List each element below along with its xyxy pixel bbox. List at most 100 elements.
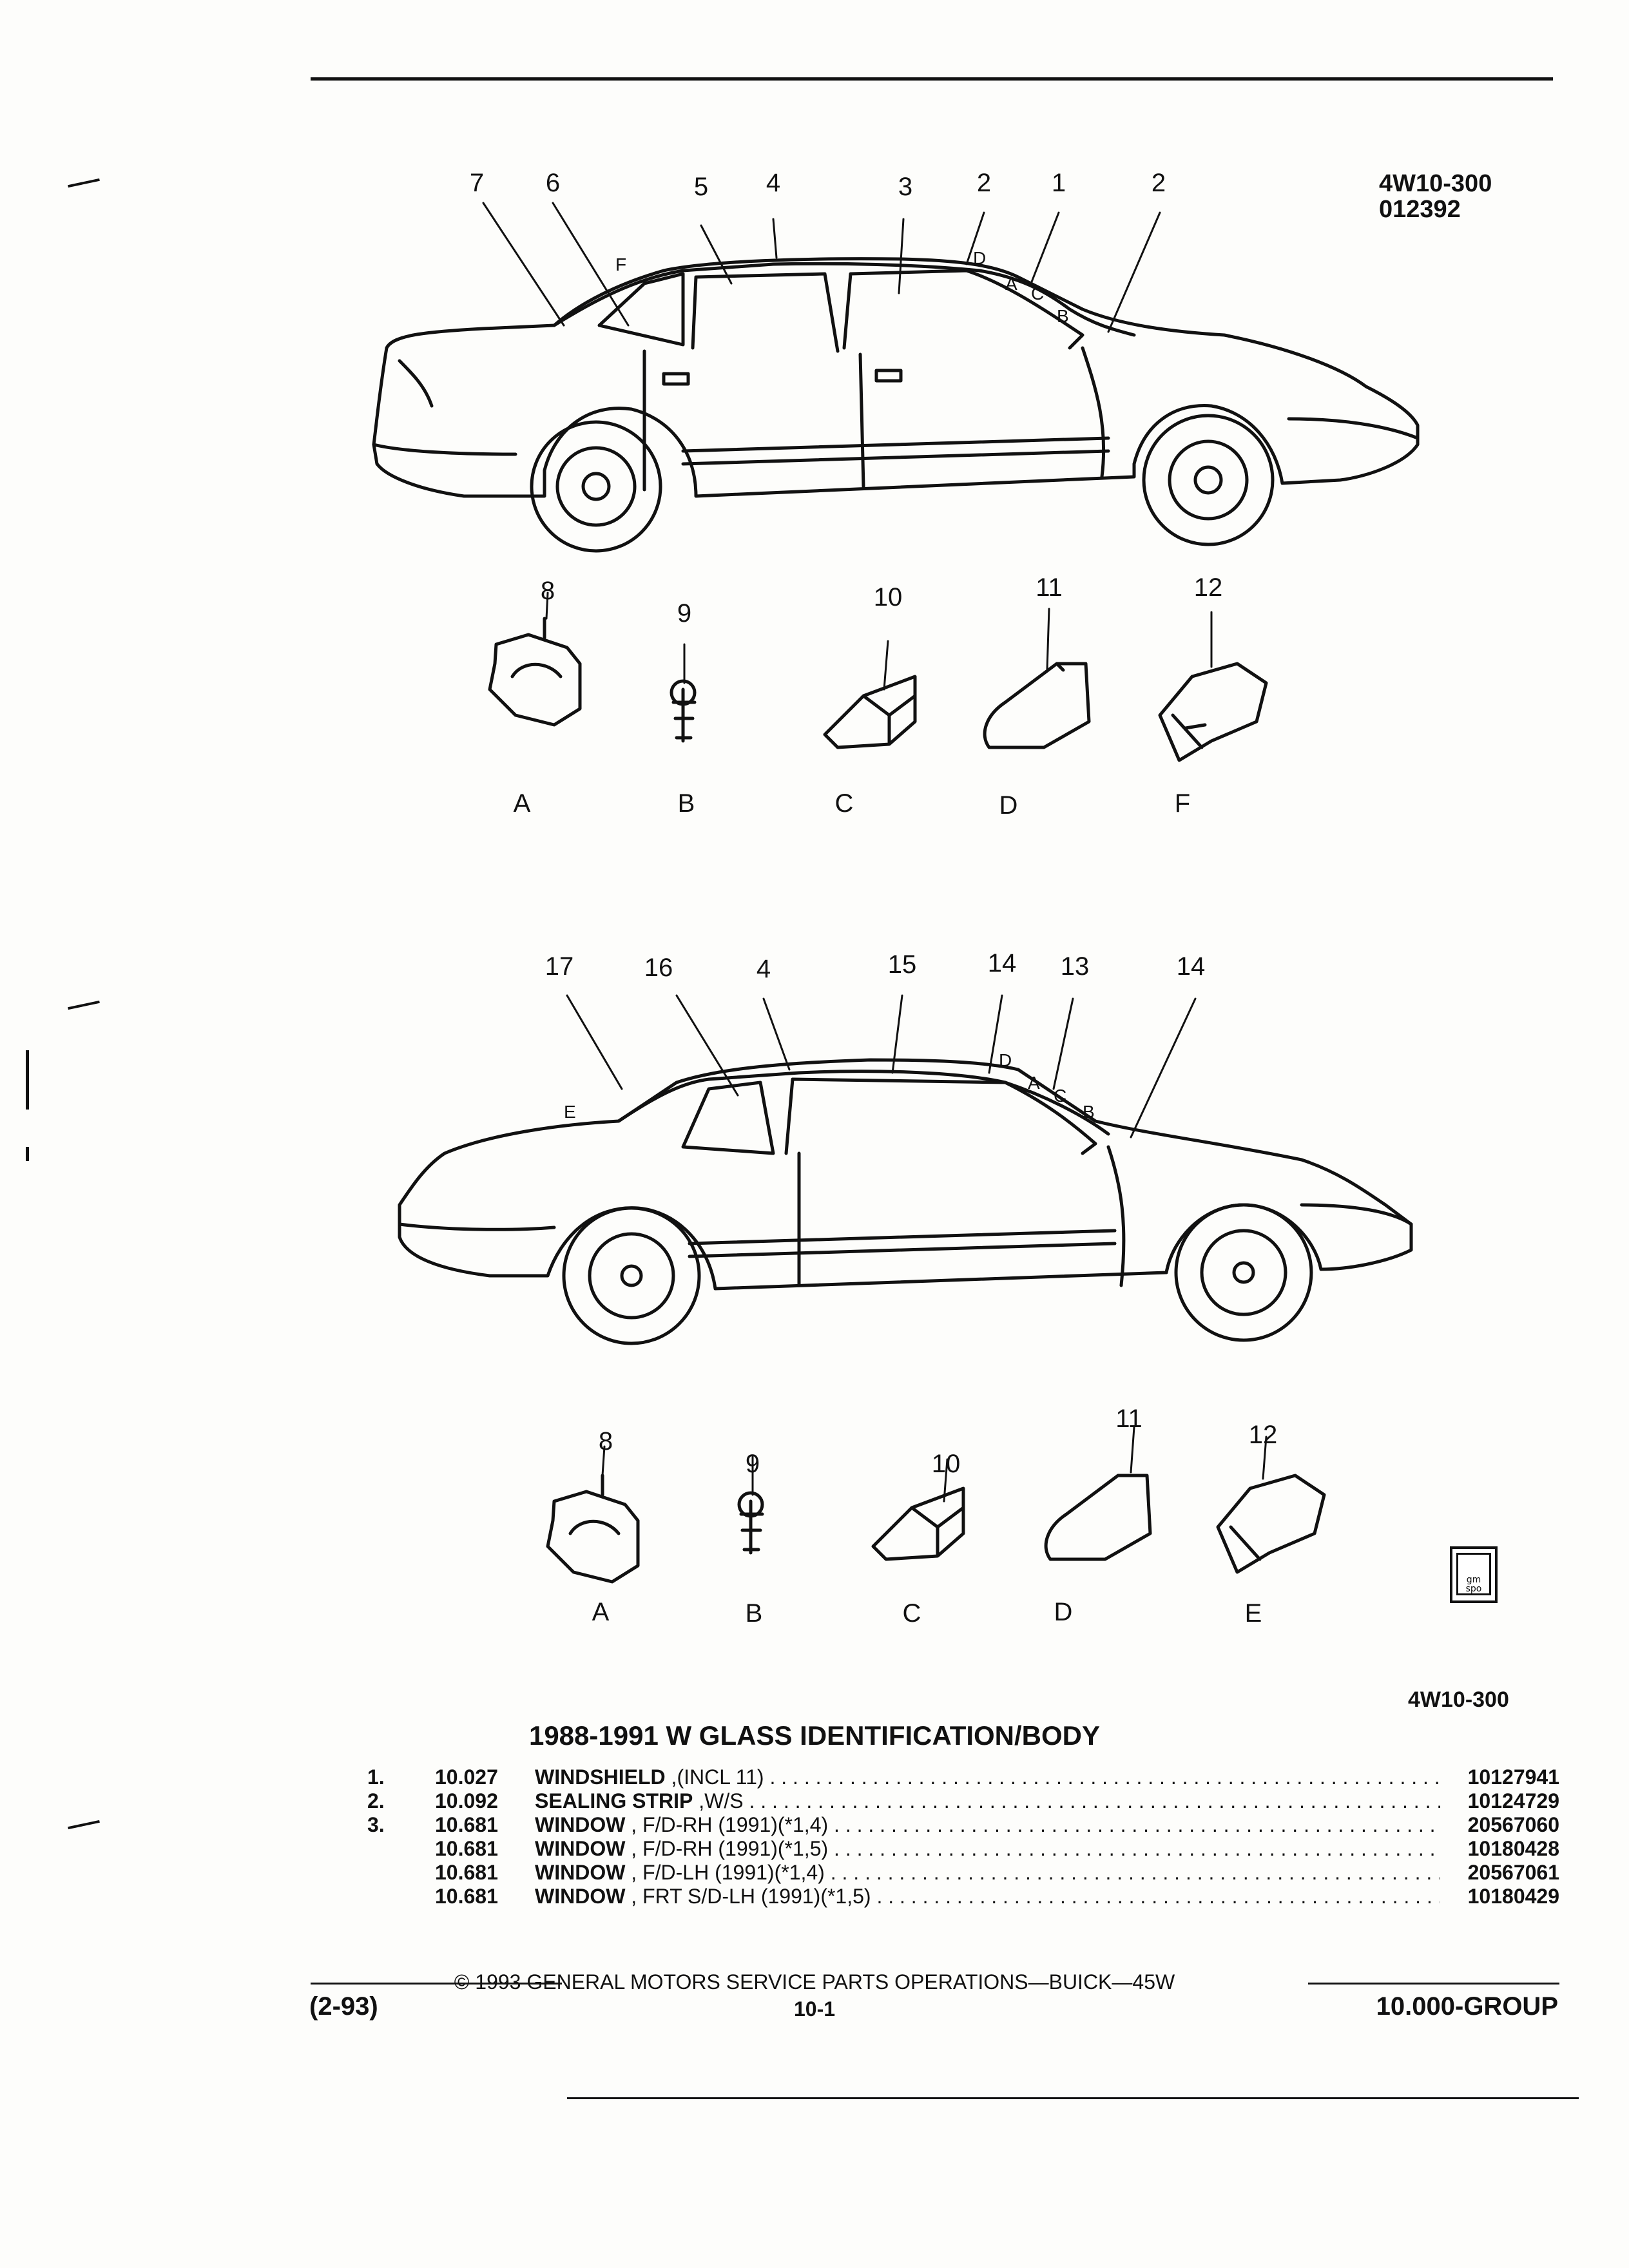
part-letter-a: A <box>513 789 531 818</box>
coupe-callout-leaders <box>566 994 1197 1139</box>
callout-15: 15 <box>887 950 917 979</box>
gm-spo-logo: gm spo <box>1450 1546 1498 1603</box>
part-number-10: 10 <box>873 583 903 611</box>
sedan-callout-leaders <box>482 202 1161 333</box>
figure-reference: 4W10-300 012392 <box>1379 171 1492 222</box>
item-code: 10.681 <box>435 1813 498 1836</box>
glass-letter-e: E <box>564 1102 576 1122</box>
part-letter-d: D <box>999 791 1018 820</box>
figure-ref-code: 4W10-300 <box>1379 170 1492 197</box>
footer-copyright: © 1993 GENERAL MOTORS SERVICE PARTS OPER… <box>454 1970 1175 1994</box>
glass-letter-a-coupe: A <box>1028 1073 1040 1093</box>
item-detail: , F/D-LH (1991)(*1,4) <box>631 1861 825 1884</box>
item-number: 3. <box>367 1813 385 1836</box>
item-part-number: 10124729 <box>1467 1789 1559 1812</box>
glass-letter-d-coupe: D <box>999 1050 1012 1070</box>
bottom-rule <box>567 2097 1579 2099</box>
item-description: SEALING STRIP ,W/S <box>535 1789 1440 1813</box>
item-description: WINDOW , FRT S/D-LH (1991)(*1,5) <box>535 1885 1440 1908</box>
part-letter-e-coupe: E <box>1244 1599 1262 1628</box>
item-code: 10.681 <box>435 1837 498 1860</box>
item-code: 10.681 <box>435 1861 498 1884</box>
footer-rule-right <box>1308 1983 1559 1984</box>
item-detail: , FRT S/D-LH (1991)(*1,5) <box>631 1885 871 1908</box>
glass-letter-a: A <box>1005 274 1017 294</box>
callout-3: 3 <box>898 173 913 201</box>
glass-letter-b-coupe: B <box>1083 1102 1095 1122</box>
parts-list-row: 2. 10.092 SEALING STRIP ,W/S 10124729 <box>367 1789 1559 1813</box>
part-letter-b-coupe: B <box>745 1599 763 1628</box>
callout-14: 14 <box>987 949 1017 977</box>
callout-4-coupe: 4 <box>756 955 771 983</box>
margin-mark <box>26 1147 29 1161</box>
coupe-car-illustration <box>398 1058 1413 1345</box>
part-number-8-coupe: 8 <box>598 1427 613 1456</box>
callout-7: 7 <box>469 169 485 197</box>
footer-rule-left <box>311 1983 562 1984</box>
parts-list-row: 10.681 WINDOW , FRT S/D-LH (1991)(*1,5) … <box>367 1885 1559 1908</box>
item-name: WINDOW <box>535 1885 626 1908</box>
part-number-9-coupe: 9 <box>745 1450 760 1478</box>
sedan-car-illustration <box>372 257 1420 553</box>
part-letter-b: B <box>677 789 695 818</box>
footer-page-number: 10-1 <box>793 1997 836 2021</box>
parts-list-row: 10.681 WINDOW , F/D-RH (1991)(*1,5) 1018… <box>367 1837 1559 1861</box>
gm-spo-logo-text: gm spo <box>1465 1575 1482 1594</box>
callout-2: 2 <box>976 169 992 197</box>
item-description: WINDOW , F/D-LH (1991)(*1,4) <box>535 1861 1440 1885</box>
glass-letter-d: D <box>973 248 987 268</box>
part-letter-a-coupe: A <box>592 1598 610 1626</box>
item-name: WINDOW <box>535 1813 626 1836</box>
page-title: 1988-1991 W GLASS IDENTIFICATION/BODY <box>528 1720 1101 1751</box>
callout-17: 17 <box>545 952 574 981</box>
footer-date-code: (2-93) <box>309 1992 378 2021</box>
item-detail: , F/D-RH (1991)(*1,5) <box>631 1837 829 1860</box>
section-reference: 4W10-300 <box>1408 1687 1509 1712</box>
glass-letter-b: B <box>1057 306 1069 326</box>
part-number-11-coupe: 11 <box>1115 1405 1142 1433</box>
item-part-number: 20567060 <box>1467 1813 1559 1836</box>
callout-2b: 2 <box>1151 169 1166 197</box>
item-code: 10.092 <box>435 1789 498 1812</box>
item-part-number: 20567061 <box>1467 1861 1559 1884</box>
parts-list: 1. 10.027 WINDSHIELD ,(INCL 11) 10127941… <box>367 1765 1559 1908</box>
item-description: WINDOW , F/D-RH (1991)(*1,4) <box>535 1813 1440 1837</box>
figure-ref-date: 012392 <box>1379 196 1461 223</box>
item-name: WINDOW <box>535 1837 626 1860</box>
item-name: WINDOW <box>535 1861 626 1884</box>
callout-14b: 14 <box>1176 952 1206 981</box>
footer-group: 10.000-GROUP <box>1376 1992 1558 2021</box>
parts-list-row: 10.681 WINDOW , F/D-LH (1991)(*1,4) 2056… <box>367 1861 1559 1885</box>
part-letter-c-coupe: C <box>902 1599 921 1628</box>
item-code: 10.027 <box>435 1765 498 1789</box>
part-letter-d-coupe: D <box>1054 1598 1073 1626</box>
sedan-parts-row <box>488 591 1268 762</box>
item-description: WINDSHIELD ,(INCL 11) <box>535 1765 1440 1789</box>
item-name: SEALING STRIP <box>535 1789 693 1812</box>
part-number-8: 8 <box>540 577 555 605</box>
glass-letter-c: C <box>1031 284 1045 303</box>
item-part-number: 10180428 <box>1467 1837 1559 1860</box>
item-detail: ,(INCL 11) <box>671 1765 764 1789</box>
top-rule <box>311 77 1553 81</box>
callout-13: 13 <box>1060 952 1090 981</box>
glass-letter-f: F <box>615 255 627 274</box>
item-part-number: 10180429 <box>1467 1885 1559 1908</box>
callout-6: 6 <box>545 169 561 197</box>
item-number: 1. <box>367 1765 385 1789</box>
part-number-12: 12 <box>1193 573 1223 602</box>
item-detail: ,W/S <box>699 1789 744 1812</box>
callout-1: 1 <box>1051 169 1066 197</box>
item-number: 2. <box>367 1789 385 1812</box>
part-number-12-coupe: 12 <box>1248 1421 1278 1449</box>
part-number-10-coupe: 10 <box>931 1450 961 1478</box>
part-letter-f: F <box>1174 789 1191 818</box>
callout-4: 4 <box>766 169 781 197</box>
parts-list-row: 3. 10.681 WINDOW , F/D-RH (1991)(*1,4) 2… <box>367 1813 1559 1837</box>
margin-mark <box>26 1050 29 1110</box>
item-description: WINDOW , F/D-RH (1991)(*1,5) <box>535 1837 1440 1861</box>
part-letter-c: C <box>834 789 854 818</box>
parts-list-row: 1. 10.027 WINDSHIELD ,(INCL 11) 10127941 <box>367 1765 1559 1789</box>
callout-16: 16 <box>644 954 673 982</box>
part-number-11: 11 <box>1036 573 1063 602</box>
